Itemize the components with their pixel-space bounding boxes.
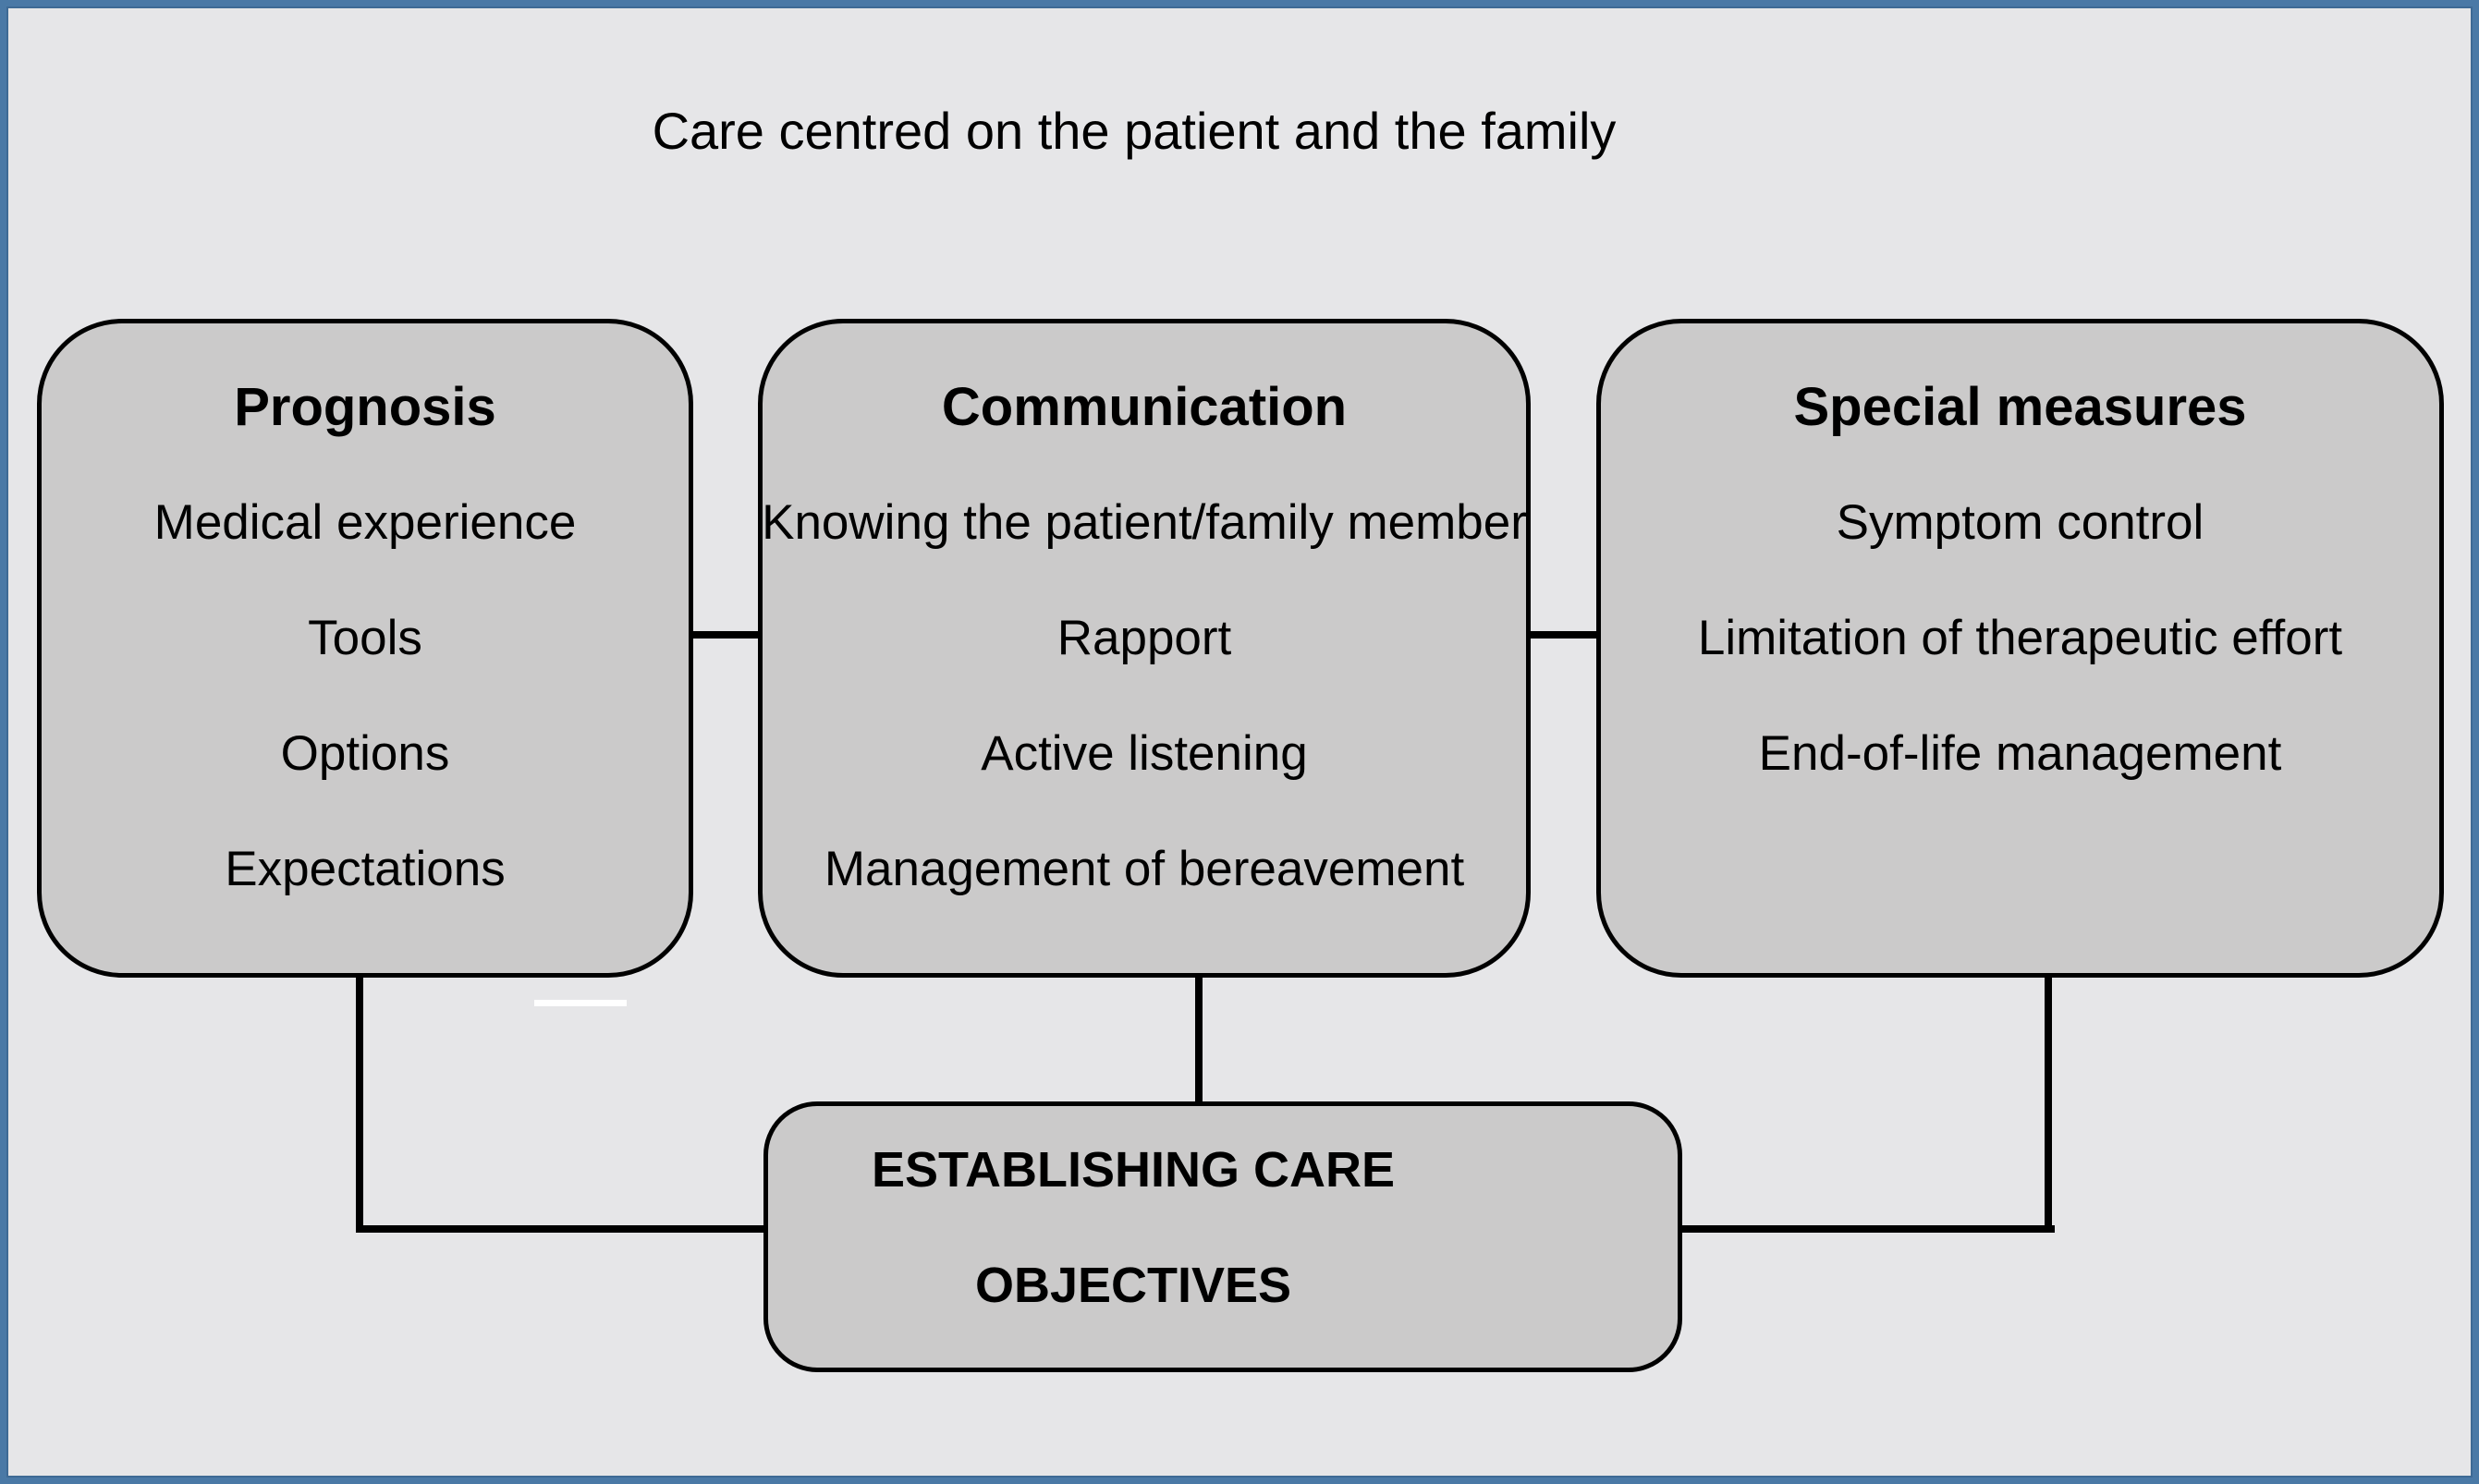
connector-communication-special-measures <box>1531 631 1596 639</box>
outcome-line-1: ESTABLISHING CARE <box>871 1141 1396 1198</box>
connector-prognosis-to-objectives-horizontal <box>356 1225 765 1233</box>
box-special-measures-heading: Special measures <box>1793 377 2247 437</box>
white-dash-artifact <box>534 1000 627 1006</box>
figure-title: Care centred on the patient and the fami… <box>652 102 1617 160</box>
box-communication-item: Rapport <box>1056 611 1232 665</box>
connector-prognosis-communication <box>693 631 758 639</box>
box-prognosis-item: Expectations <box>225 842 506 896</box>
outcome-line-2: OBJECTIVES <box>974 1257 1292 1313</box>
connector-special-measures-to-objectives-horizontal <box>1675 1225 2055 1233</box>
box-communication-item: Knowing the patient/family member <box>762 495 1527 550</box>
box-communication-heading: Communication <box>941 377 1348 437</box>
box-prognosis-item: Tools <box>308 611 422 665</box>
outcome-text-block: ESTABLISHING CARE OBJECTIVES <box>678 1112 1588 1343</box>
box-communication-item: Management of bereavement <box>824 842 1465 896</box>
box-special-measures-item: Symptom control <box>1836 495 2204 550</box>
box-prognosis-heading: Prognosis <box>234 377 496 437</box>
box-prognosis-item: Options <box>280 726 450 781</box>
connector-communication-to-objectives <box>1195 976 1203 1105</box>
box-prognosis-item: Medical experience <box>153 495 577 550</box>
connector-prognosis-to-objectives-vertical <box>356 976 363 1233</box>
box-special-measures-item: Limitation of therapeutic effort <box>1697 611 2343 665</box>
box-special-measures: Special measures Symptom control Limitat… <box>1596 319 2444 978</box>
connector-special-measures-to-objectives-vertical <box>2045 976 2052 1233</box>
box-establishing-care-objectives: ESTABLISHING CARE OBJECTIVES <box>763 1101 1682 1372</box>
box-prognosis: Prognosis Medical experience Tools Optio… <box>37 319 693 978</box>
box-special-measures-item: End-of-life management <box>1758 726 2282 781</box>
box-communication-item: Active listening <box>981 726 1308 781</box>
box-communication: Communication Knowing the patient/family… <box>758 319 1531 978</box>
